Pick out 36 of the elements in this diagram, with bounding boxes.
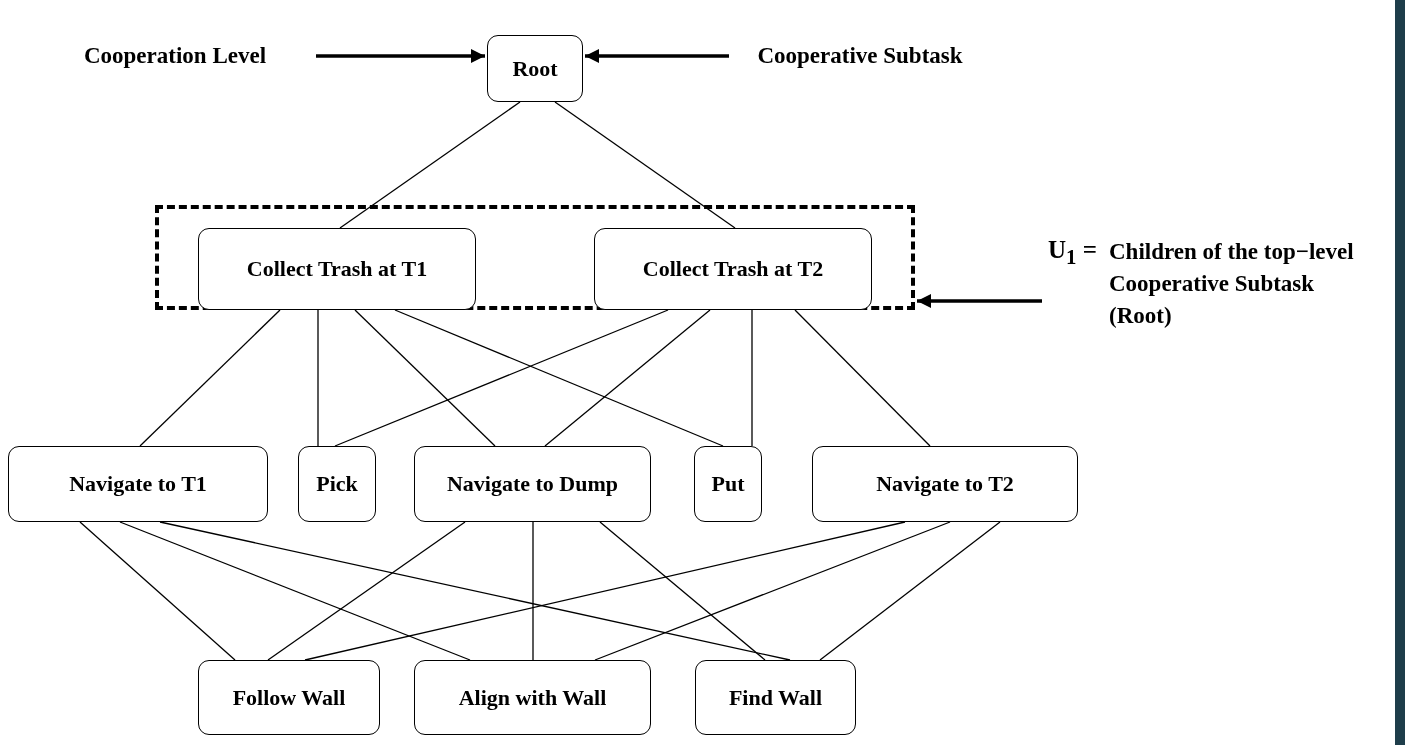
task-box: Follow Wall xyxy=(198,660,380,735)
task-box: Navigate to Dump xyxy=(414,446,651,522)
task-box: Navigate to T1 xyxy=(8,446,268,522)
task-box: Root xyxy=(487,35,583,102)
connector-line xyxy=(794,309,931,447)
connector-line xyxy=(354,309,496,447)
task-box: Find Wall xyxy=(695,660,856,735)
connector-line xyxy=(599,521,766,661)
connector-line xyxy=(594,521,951,661)
connector-line xyxy=(819,521,1001,661)
connector-line xyxy=(394,309,724,447)
arrow xyxy=(316,49,485,63)
connector-line xyxy=(544,309,711,447)
annotation-label: U$_{1}$ = xyxy=(1048,236,1097,270)
task-box: Navigate to T2 xyxy=(812,446,1078,522)
task-box: Collect Trash at T2 xyxy=(594,228,872,310)
arrow xyxy=(585,49,729,63)
connector-line xyxy=(304,521,906,661)
annotation-text: Children of the top−level Cooperative Subtask (Root) xyxy=(1109,238,1355,330)
dashed-group-box xyxy=(155,205,915,310)
connector-line xyxy=(267,521,466,661)
connector-line xyxy=(79,521,236,661)
task-box: Align with Wall xyxy=(414,660,651,735)
arrow xyxy=(917,294,1042,308)
connector-line xyxy=(751,309,753,447)
connector-line xyxy=(139,309,281,447)
task-box: Put xyxy=(694,446,762,522)
task-box: Pick xyxy=(298,446,376,522)
connector-line xyxy=(159,521,791,661)
connector-line xyxy=(334,309,669,447)
connector-line xyxy=(532,521,534,661)
annotation-label: Cooperation Level xyxy=(83,43,267,69)
task-box: Collect Trash at T1 xyxy=(198,228,476,310)
annotation-label: Cooperative Subtask xyxy=(757,43,963,69)
connector-line xyxy=(317,309,319,447)
connector-line xyxy=(119,521,471,661)
